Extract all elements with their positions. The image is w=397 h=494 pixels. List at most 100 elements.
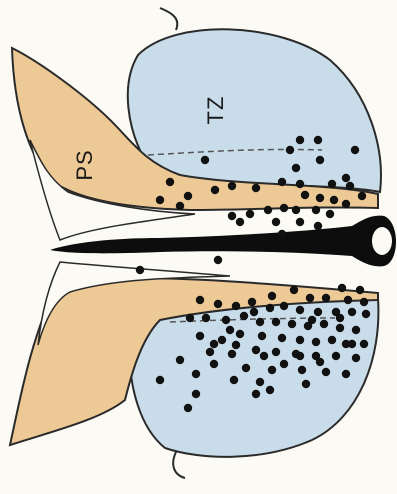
dot-76 (206, 348, 214, 356)
dot-83 (352, 354, 360, 362)
dot-67 (218, 336, 226, 344)
dot-54 (362, 310, 370, 318)
dot-29 (326, 210, 334, 218)
dot-33 (314, 222, 322, 230)
dot-59 (256, 318, 264, 326)
dot-7 (292, 164, 300, 172)
dot-9 (166, 178, 174, 186)
dot-108 (226, 326, 234, 334)
dot-84 (176, 356, 184, 364)
dot-58 (240, 312, 248, 320)
dot-28 (312, 206, 320, 214)
dot-13 (252, 184, 260, 192)
dot-18 (358, 192, 366, 200)
dot-48 (266, 304, 274, 312)
dot-44 (196, 296, 204, 304)
dot-12 (228, 182, 236, 190)
dot-8 (342, 174, 350, 182)
dot-86 (242, 364, 250, 372)
dot-39 (290, 286, 298, 294)
dot-72 (312, 338, 320, 346)
dot-1 (314, 136, 322, 144)
dot-96 (192, 390, 200, 398)
dot-41 (322, 294, 330, 302)
bottom-curve (173, 452, 185, 478)
dot-61 (288, 320, 296, 328)
dot-100 (280, 360, 288, 368)
dot-11 (211, 186, 219, 194)
dot-109 (260, 352, 268, 360)
dot-20 (316, 194, 324, 202)
dot-14 (278, 178, 286, 186)
dot-68 (236, 330, 244, 338)
dot-49 (280, 302, 288, 310)
dot-57 (222, 316, 230, 324)
dot-34 (278, 230, 286, 238)
dot-88 (298, 366, 306, 374)
dot-15 (296, 180, 304, 188)
dot-87 (268, 366, 276, 374)
dot-93 (302, 380, 310, 388)
dot-92 (256, 378, 264, 386)
dot-71 (296, 336, 304, 344)
dot-19 (301, 191, 309, 199)
dot-69 (258, 332, 266, 340)
dot-112 (348, 340, 356, 348)
dot-113 (192, 370, 200, 378)
dot-40 (306, 294, 314, 302)
dot-79 (272, 348, 280, 356)
dot-91 (230, 376, 238, 384)
dot-103 (268, 292, 276, 300)
dot-23 (228, 212, 236, 220)
dot-47 (248, 298, 256, 306)
dot-31 (272, 218, 280, 226)
dot-6 (316, 156, 324, 164)
dot-106 (184, 404, 192, 412)
dot-82 (332, 352, 340, 360)
top-curve (160, 8, 177, 30)
dot-30 (236, 218, 244, 226)
dot-36 (176, 202, 184, 210)
dot-10 (184, 192, 192, 200)
dot-95 (252, 390, 260, 398)
dot-21 (330, 196, 338, 204)
dot-94 (266, 386, 274, 394)
dot-38 (214, 256, 222, 264)
dot-97 (156, 376, 164, 384)
dot-66 (196, 332, 204, 340)
dot-51 (314, 308, 322, 316)
dot-85 (210, 360, 218, 368)
dot-50 (296, 306, 304, 314)
dot-16 (328, 180, 336, 188)
dot-77 (228, 350, 236, 358)
dot-101 (316, 358, 324, 366)
dot-4 (351, 146, 359, 154)
dot-25 (264, 206, 272, 214)
dot-55 (186, 314, 194, 322)
dot-5 (201, 156, 209, 164)
dot-104 (338, 284, 346, 292)
dot-26 (280, 204, 288, 212)
dot-65 (352, 326, 360, 334)
dot-35 (156, 196, 164, 204)
dot-63 (320, 320, 328, 328)
dot-24 (246, 210, 254, 218)
dot-107 (308, 316, 316, 324)
dot-99 (232, 341, 240, 349)
dot-46 (232, 302, 240, 310)
dot-90 (342, 370, 350, 378)
dot-2 (296, 136, 304, 144)
dot-105 (356, 286, 364, 294)
dot-98 (210, 340, 218, 348)
ps-label: PS (72, 149, 97, 180)
dot-22 (342, 200, 350, 208)
upper-transition-zone (128, 29, 381, 192)
dot-53 (348, 308, 356, 316)
dot-3 (286, 146, 294, 154)
dot-111 (336, 314, 344, 322)
dot-42 (344, 296, 352, 304)
dot-43 (360, 298, 368, 306)
dot-89 (322, 368, 330, 376)
dot-45 (214, 300, 222, 308)
dot-75 (360, 340, 368, 348)
